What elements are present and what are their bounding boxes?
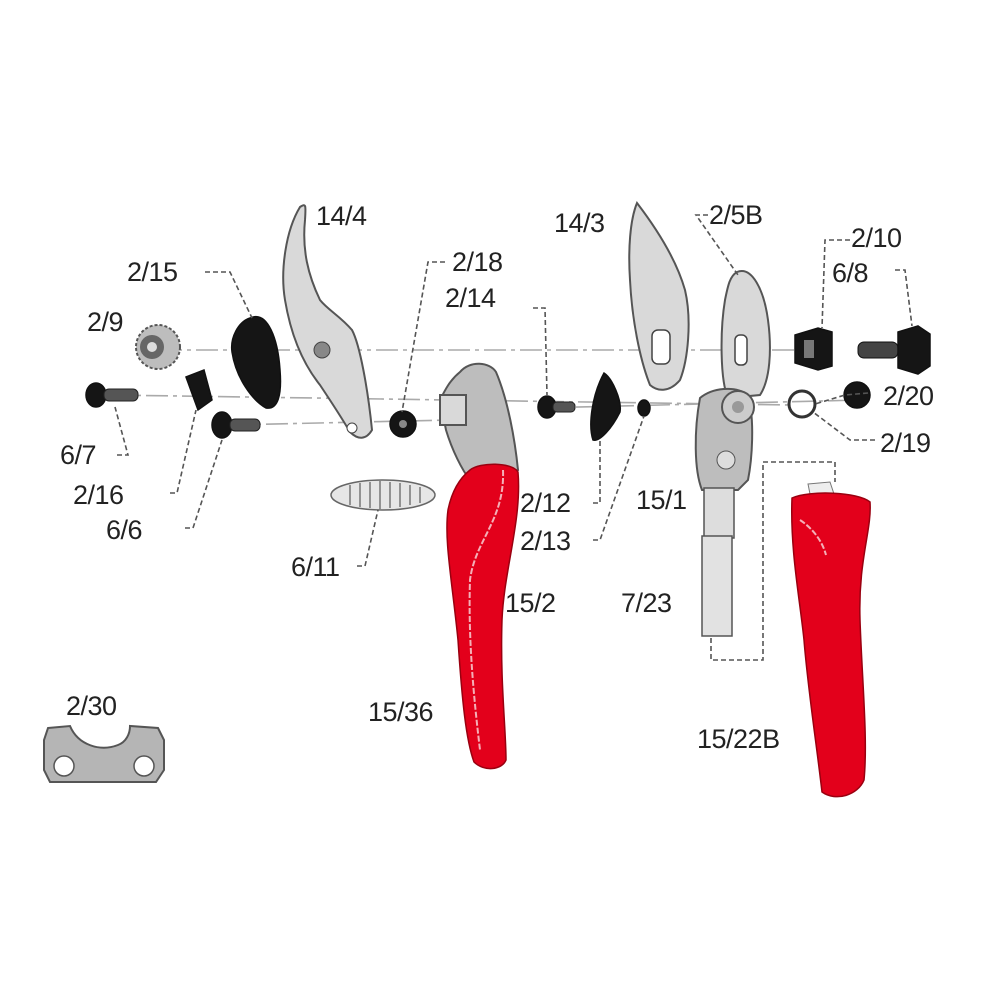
- screw-part-2-14: [537, 395, 576, 419]
- handle-shaft-part: [701, 487, 735, 637]
- anvil-blade-part: [282, 204, 374, 439]
- part-label-2-13: 2/13: [520, 526, 571, 556]
- part-label-2-30: 2/30: [66, 691, 117, 721]
- part-label-2-19: 2/19: [880, 428, 931, 458]
- part-label-2-14: 2/14: [445, 283, 496, 313]
- upper-handle-body-part: [694, 387, 755, 491]
- clip-part-2-16: [185, 368, 213, 412]
- catch-plate-part: [590, 371, 621, 441]
- nut-part-2-10: [794, 327, 833, 371]
- part-label-14-3: 14/3: [554, 208, 605, 238]
- leader-lines: [114, 214, 913, 661]
- screw-part-6-7: [85, 382, 139, 408]
- part-label-6-8: 6/8: [832, 258, 869, 288]
- part-label-2-20: 2/20: [883, 381, 934, 411]
- spring-part: [330, 479, 436, 511]
- toothed-wheel-part: [135, 324, 181, 370]
- part-label-2-16: 2/16: [73, 480, 124, 510]
- nut-part-2-18: [389, 410, 417, 438]
- ring-washer-part: [787, 389, 817, 419]
- part-label-2-9: 2/9: [87, 307, 124, 337]
- part-label-2-5b: 2/5B: [709, 200, 763, 230]
- part-label-2-15: 2/15: [127, 257, 178, 287]
- cam-plate-part: [230, 315, 282, 409]
- part-label-6-6: 6/6: [106, 515, 143, 545]
- part-label-14-4: 14/4: [316, 201, 367, 231]
- part-label-15-1: 15/1: [636, 485, 687, 515]
- washer-part-2-13: [637, 399, 651, 417]
- part-label-7-23: 7/23: [621, 588, 672, 618]
- upper-grip-part: [790, 481, 871, 798]
- part-label-2-18: 2/18: [452, 247, 503, 277]
- part-label-6-7: 6/7: [60, 440, 97, 470]
- part-label-2-10: 2/10: [851, 223, 902, 253]
- part-label-15-2: 15/2: [505, 588, 556, 618]
- part-label-6-11: 6/11: [291, 552, 340, 582]
- part-label-15-36: 15/36: [368, 697, 434, 727]
- screw-part-6-6: [211, 411, 261, 439]
- bolt-part-6-8: [857, 325, 931, 375]
- part-label-2-12: 2/12: [520, 488, 571, 518]
- spanner-part: [43, 724, 165, 783]
- lower-handle-part: [438, 362, 520, 770]
- part-label-15-22b: 15/22B: [697, 724, 780, 754]
- cutting-blade-part: [628, 201, 690, 391]
- blade-holder-part: [720, 270, 771, 400]
